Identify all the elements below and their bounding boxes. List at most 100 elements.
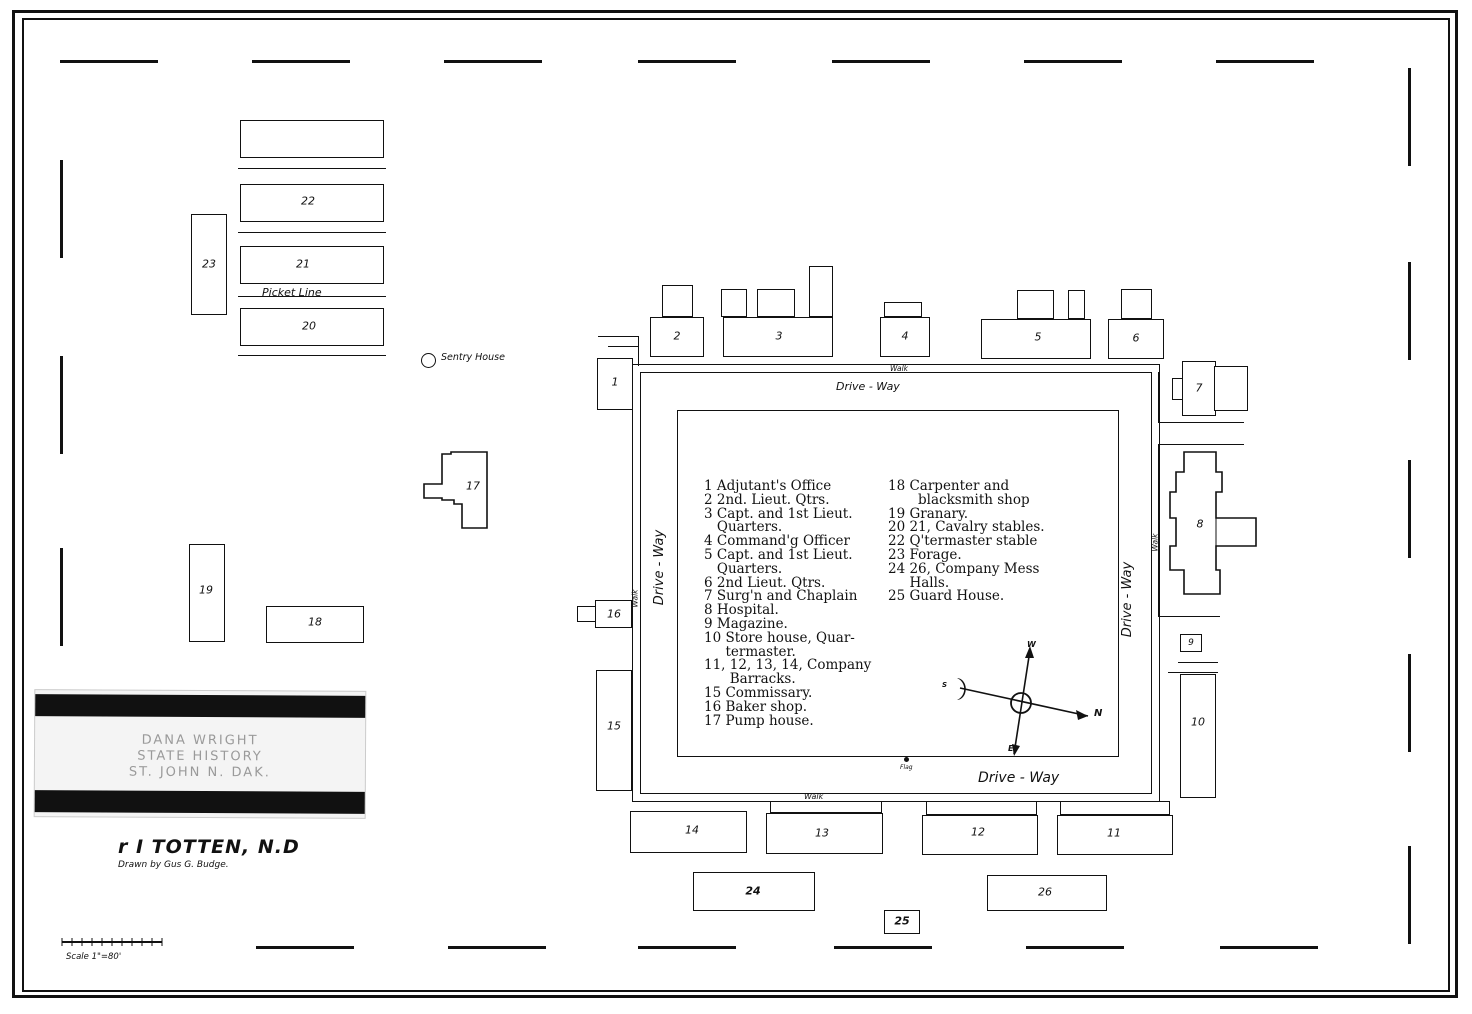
legend-item: Barracks. [704,671,796,688]
legend-item: 11, 12, 13, 14, Company [704,657,872,674]
sentry-house-icon [421,353,436,368]
scale-label: Scale 1"=80' [66,952,122,962]
picket-line-rule [238,232,386,233]
building-22-label: 22 [301,194,315,208]
legend-item: 6 2nd Lieut. Qtrs. [704,574,826,591]
walk-line-left-top [598,336,638,337]
compass-rose [957,646,1089,756]
legend-item: 10 Store house, Quar- [704,629,855,646]
building-16 [595,600,632,628]
compass-s-label: S [942,681,948,689]
legend-item: 15 Commissary. [704,684,813,701]
library-stamp: DANA WRIGHT STATE HISTORY ST. JOHN N. DA… [33,689,367,819]
map-outer-border [12,10,1458,998]
building-24-label: 24 [745,884,761,898]
walk-label-top: Walk [890,364,909,373]
building-18-label: 18 [308,615,322,629]
driveway-label-top: Drive - Way [836,380,900,393]
building-20-label: 20 [302,319,316,333]
building-10-label: 10 [1191,715,1205,729]
building-21-label: 21 [296,257,310,271]
legend-item: 1 Adjutant's Office [704,478,832,494]
walk-line-right-mag2 [1168,672,1218,673]
building-11-porch [1060,801,1170,815]
building-12 [922,815,1038,855]
building-13-porch [770,801,882,813]
flag-label: Flag [900,764,913,771]
flag-icon [904,757,909,762]
building-16-label: 16 [607,607,621,621]
picket-line-rule [238,168,386,169]
legend-item: Quarters. [704,519,783,536]
walk-label-left: Walk [630,589,640,608]
building-8 [1169,451,1257,595]
driveway-outer-outline [632,364,1160,802]
building-6 [1108,319,1164,359]
stamp-line-1: DANA WRIGHT [141,732,259,749]
building-12-porch [926,801,1037,815]
building-16-wing [577,606,597,622]
building-14-label: 14 [685,823,699,837]
building-24 [693,872,815,911]
sentry-house-label: Sentry House [441,352,505,363]
building-23 [191,214,227,315]
map-title: r I TOTTEN, N.D [118,836,300,858]
walk-line-right-hosp-h [1158,444,1244,445]
building-3-annex-left [721,289,747,317]
building-13 [766,813,883,854]
legend-item: 25 Guard House. [888,588,1005,605]
building-23-label: 23 [202,257,216,271]
walk-label-bottom: Walk [804,792,824,801]
building-26 [987,875,1107,911]
building-19-label: 19 [199,583,213,597]
walk-line-right-top-h [1158,422,1244,423]
legend-left-column: 1 Adjutant's Office 2 2nd. Lieut. Qtrs. … [704,478,872,728]
building-22 [240,184,384,222]
building-3 [723,317,833,357]
building-17-label: 17 [466,479,480,493]
legend-item: 4 Command'g Officer [704,533,850,550]
stamp-line-2: STATE HISTORY [137,748,263,765]
building-3-annex-right [809,266,833,317]
parade-ground [677,410,1119,757]
legend-item: 22 Q'termaster stable [888,533,1038,550]
legend-item: 7 Surg'n and Chaplain [704,588,858,605]
building-6-annex [1121,289,1152,319]
driveway-label-bottom: Drive - Way [978,770,1060,786]
building-1-label: 1 [611,375,619,389]
walk-line-left [638,336,639,366]
legend-item: 18 Carpenter and [888,478,1010,494]
driveway-label-left: Drive - Way [652,529,668,606]
building-20 [240,308,384,346]
building-15 [596,670,632,791]
stamp-line-3: ST. JOHN N. DAK. [128,764,271,781]
building-26-label: 26 [1038,885,1052,899]
legend-item: 3 Capt. and 1st Lieut. [704,505,853,522]
drawn-by: Drawn by Gus G. Budge. [118,860,229,870]
building-4-label: 4 [901,329,909,343]
building-2-label: 2 [673,329,681,343]
legend-item: 8 Hospital. [704,602,779,619]
building-5-annex-left [1017,290,1054,319]
building-4 [880,317,930,357]
building-25-label: 25 [894,914,910,928]
building-3-annex-mid [757,289,795,317]
legend-item: Quarters. [704,560,783,577]
building-14 [630,811,747,853]
legend-item: Halls. [888,574,950,591]
building-17 [423,451,488,529]
building-9-label: 9 [1188,638,1194,648]
building-15-label: 15 [607,719,621,733]
building-5-label: 5 [1034,330,1042,344]
building-11 [1057,815,1173,855]
building-2-annex [662,285,693,317]
building-19 [189,544,225,642]
building-25 [884,910,920,934]
legend-item: 23 Forage. [888,546,962,563]
building-21 [240,246,384,284]
walk-line-left-top2 [608,346,638,347]
legend-right-column: 18 Carpenter and blacksmith shop 19 Gran… [888,478,1045,605]
walk-line-right-mag [1178,662,1218,663]
building-7 [1182,361,1216,416]
legend-item: 19 Granary. [888,505,969,522]
